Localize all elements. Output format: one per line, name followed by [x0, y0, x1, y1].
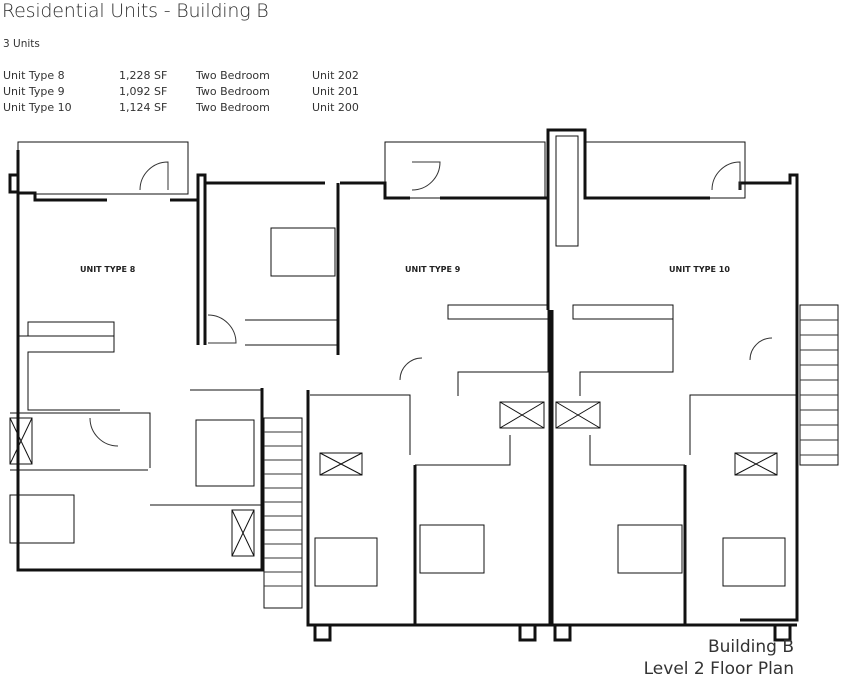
unit-10-label: UNIT TYPE 10 [669, 265, 730, 274]
door-swings [89, 161, 773, 447]
caption-building: Building B [707, 637, 794, 657]
unit-type: Unit Type 8 [3, 69, 65, 82]
unit-area: 1,124 SF [119, 101, 168, 114]
unit-bedrooms: Two Bedroom [196, 69, 270, 82]
unit-row: Unit Type 9 1,092 SF Two Bedroom Unit 20… [3, 84, 372, 100]
interior-lines [9, 135, 839, 609]
unit-number: Unit 201 [312, 85, 359, 98]
plan-caption: Building B Level 2 Floor Plan [644, 636, 794, 680]
unit-area: 1,228 SF [119, 69, 168, 82]
caption-level: Level 2 Floor Plan [643, 659, 794, 679]
unit-row: Unit Type 10 1,124 SF Two Bedroom Unit 2… [3, 100, 372, 116]
page-title: Residential Units - Building B [2, 0, 269, 22]
unit-bedrooms: Two Bedroom [196, 101, 270, 114]
unit-number: Unit 200 [312, 101, 359, 114]
exterior-walls [8, 128, 799, 642]
unit-table: Unit Type 8 1,228 SF Two Bedroom Unit 20… [3, 68, 372, 116]
unit-area: 1,092 SF [119, 85, 168, 98]
unit-number: Unit 202 [312, 69, 359, 82]
unit-type: Unit Type 9 [3, 85, 65, 98]
unit-9-label: UNIT TYPE 9 [405, 265, 461, 274]
unit-row: Unit Type 8 1,228 SF Two Bedroom Unit 20… [3, 68, 372, 84]
unit-type: Unit Type 10 [3, 101, 72, 114]
unit-count: 3 Units [3, 38, 40, 50]
unit-bedrooms: Two Bedroom [196, 85, 270, 98]
stair-treads [264, 319, 838, 587]
unit-8-label: UNIT TYPE 8 [80, 265, 136, 274]
